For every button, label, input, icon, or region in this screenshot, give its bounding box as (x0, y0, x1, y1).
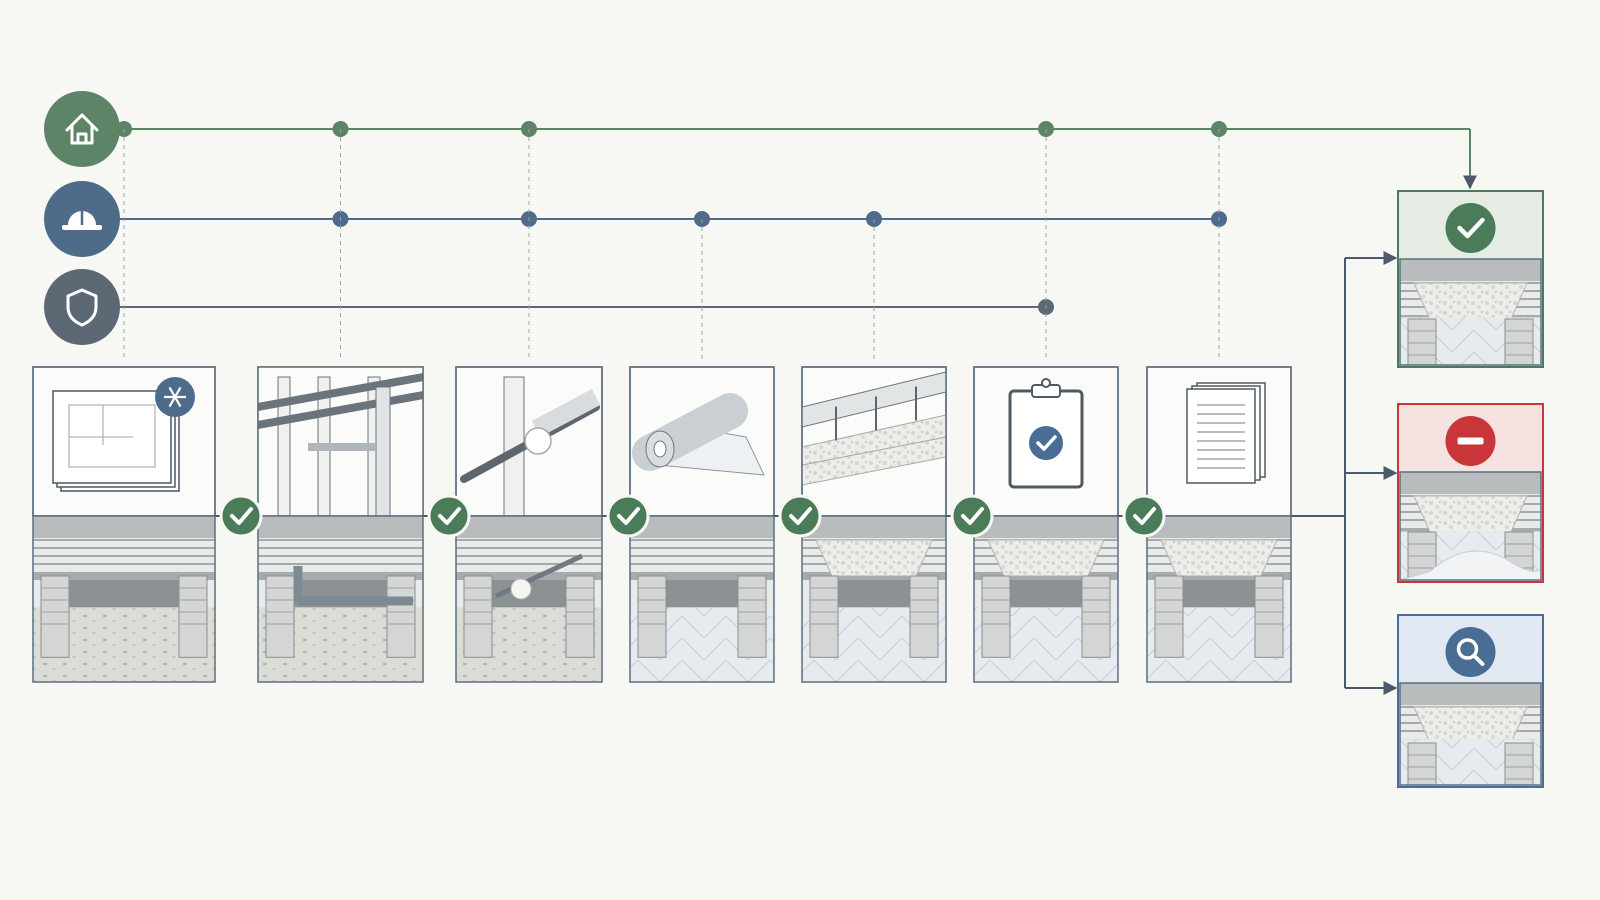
process-steps (32, 366, 1292, 683)
role-inspector-badge (44, 269, 120, 345)
step-insulation (801, 366, 947, 683)
check-circle-icon (778, 494, 822, 538)
pipe-sealant-icon (460, 376, 601, 516)
crawlspace-damaged-barrier (1399, 471, 1542, 581)
crawlspace-sealed-pipe (455, 515, 603, 683)
role-contractor (44, 181, 120, 257)
outcome-review (1397, 614, 1544, 788)
check-circle-icon (606, 494, 650, 538)
insulation-batts-icon (802, 371, 946, 486)
role-owner (44, 91, 120, 167)
check-circle-icon (427, 494, 471, 538)
role-inspector (44, 269, 120, 345)
blueprint-snowflake-icon (52, 377, 195, 492)
crawlspace-complete (1399, 682, 1542, 786)
pipe-framing-icon (258, 367, 423, 516)
magnifier-icon (1445, 627, 1496, 677)
plastic-roll-icon (632, 393, 765, 476)
check-circle-icon (950, 494, 994, 538)
outcome-approved (1397, 190, 1544, 368)
step-plumbing-framing (257, 366, 424, 683)
step-vapor-barrier (629, 366, 775, 683)
crawlspace-with-pipes (257, 515, 424, 683)
crawlspace-insulated (1146, 515, 1292, 683)
crawlspace-vapor-barrier (629, 515, 775, 683)
house-icon (65, 113, 99, 145)
outcome-panels (1291, 190, 1544, 788)
step-inspection (973, 366, 1119, 683)
documents-icon (1186, 382, 1266, 484)
minus-icon (1445, 416, 1496, 466)
clipboard-check-icon (1008, 378, 1084, 489)
role-owner-badge (44, 91, 120, 167)
check-icon (1445, 203, 1496, 253)
outcome-rejected (1397, 403, 1544, 583)
check-circle-icon (219, 494, 263, 538)
crawlspace-insulated (801, 515, 947, 683)
step-documentation (1146, 366, 1292, 683)
step-plan-review (32, 366, 216, 683)
crawlspace-insulated (973, 515, 1119, 683)
hard-hat-icon (62, 211, 102, 230)
check-circle-icon (1122, 494, 1166, 538)
bare-dirt-crawlspace (32, 515, 216, 683)
shield-icon (66, 288, 98, 327)
role-swimlanes (44, 91, 1477, 361)
crawlspace-complete (1399, 258, 1542, 366)
step-air-sealing (455, 366, 603, 683)
